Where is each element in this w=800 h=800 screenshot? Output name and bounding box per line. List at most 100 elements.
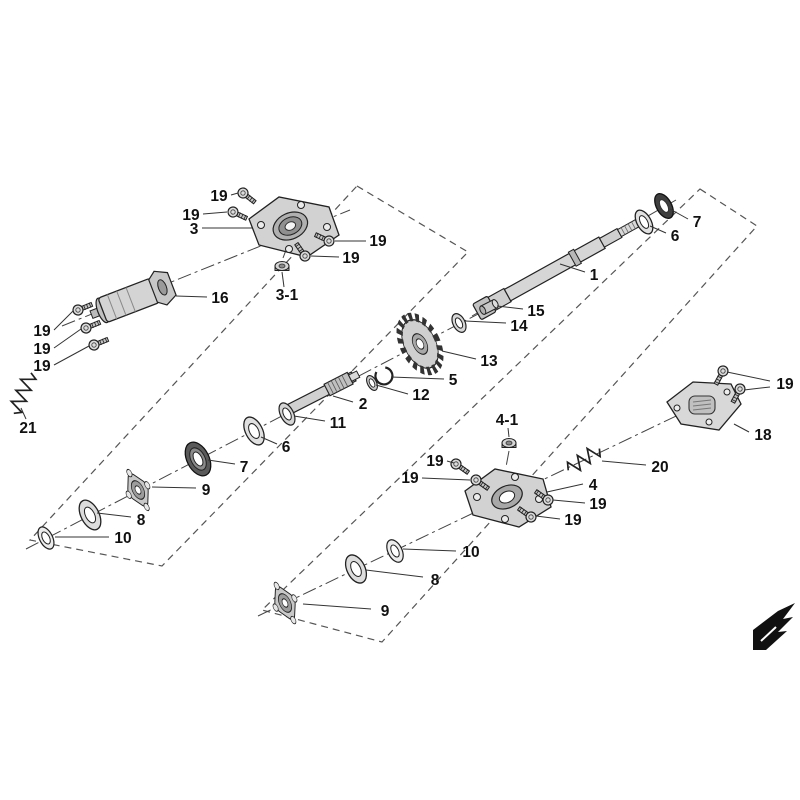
- callout-9: 9: [381, 603, 390, 620]
- part-4-1-nut: [501, 437, 517, 449]
- leader-line: [260, 436, 278, 445]
- callout-4: 4: [589, 477, 598, 494]
- leader-line: [546, 483, 584, 493]
- leader-line: [332, 395, 354, 403]
- leader-line: [733, 423, 750, 433]
- callout-8: 8: [431, 572, 440, 589]
- leader-line: [96, 512, 132, 518]
- leader-line: [53, 345, 90, 366]
- center-axis-left-chain: [25, 299, 506, 550]
- callout-10: 10: [114, 530, 131, 547]
- leader-line: [310, 255, 340, 258]
- leader-line: [496, 305, 524, 310]
- callout-19: 19: [589, 496, 607, 513]
- callout-13: 13: [480, 353, 498, 370]
- part-20-spring: [566, 446, 602, 473]
- leader-line: [669, 208, 689, 220]
- leader-line: [390, 376, 445, 380]
- screw-19: [86, 334, 111, 353]
- callout-19: 19: [342, 250, 360, 267]
- callout-14: 14: [510, 318, 528, 335]
- callout-16: 16: [211, 290, 229, 307]
- leader-line: [601, 460, 647, 466]
- leader-line: [293, 415, 326, 422]
- leader-line: [446, 460, 455, 464]
- leader-line: [375, 384, 409, 395]
- leader-line: [726, 371, 771, 382]
- leader-line: [207, 459, 236, 465]
- callout-19: 19: [210, 188, 228, 205]
- callout-19: 19: [776, 376, 794, 393]
- screw-19: [78, 317, 103, 336]
- callout-21: 21: [19, 420, 37, 437]
- callout-19: 19: [426, 453, 444, 470]
- part-9-flange-left: [115, 463, 161, 517]
- part-18-bracket: [666, 381, 742, 431]
- leader-lines: [20, 192, 771, 610]
- leader-line: [365, 569, 424, 578]
- assembly-boundary-left: [28, 185, 469, 567]
- part-13-gear: [396, 312, 444, 376]
- callout-11: 11: [330, 415, 347, 432]
- callout-15: 15: [527, 303, 545, 320]
- part-10-washer-left: [37, 526, 55, 550]
- leader-line: [202, 211, 228, 215]
- callout-19: 19: [182, 207, 200, 224]
- part-21-spring: [9, 372, 38, 415]
- screw-19: [225, 204, 250, 224]
- leader-line: [175, 295, 208, 298]
- leader-line: [53, 328, 82, 349]
- leader-line: [507, 427, 510, 438]
- leader-line: [535, 515, 561, 520]
- leader-line: [421, 477, 471, 481]
- callout-5: 5: [449, 372, 458, 389]
- brand-logo-icon: [753, 603, 795, 650]
- leader-line: [649, 225, 667, 234]
- callout-1: 1: [590, 267, 599, 284]
- part-5-clip: [374, 366, 394, 386]
- part-8-washer-right: [344, 554, 368, 584]
- part-3-flange: [248, 196, 340, 258]
- callout-10: 10: [462, 544, 479, 561]
- screw-19: [235, 185, 259, 207]
- leader-line: [281, 271, 285, 288]
- center-axis-nut-4-1: [505, 450, 510, 468]
- callout-6: 6: [671, 228, 680, 245]
- part-3-1-nut: [274, 260, 290, 272]
- callout-8: 8: [137, 512, 146, 529]
- callout-7: 7: [240, 459, 249, 476]
- leader-line: [743, 386, 771, 391]
- callout-3-1: 3-1: [276, 287, 299, 304]
- leader-line: [151, 486, 197, 489]
- callout-19: 19: [33, 323, 51, 340]
- leader-line: [552, 499, 586, 504]
- callout-2: 2: [359, 396, 368, 413]
- assembly-boundary-right: [260, 188, 758, 643]
- part-15-pin: [479, 299, 499, 315]
- callout-12: 12: [412, 387, 429, 404]
- part-8-washer-left: [78, 499, 102, 531]
- part-7-bearing-left: [184, 441, 212, 477]
- center-axes: [25, 199, 719, 617]
- part-6-bearing-right: [634, 209, 654, 235]
- callout-19: 19: [401, 470, 419, 487]
- part-6-ring-left: [243, 416, 265, 446]
- part-7-seal-right: [654, 192, 674, 220]
- part-2-shaft: [285, 370, 361, 415]
- part-14-washer: [451, 313, 467, 333]
- callout-19: 19: [564, 512, 582, 529]
- part-16-cylinder: [89, 270, 177, 324]
- part-10-washer-right: [386, 539, 404, 563]
- callout-18: 18: [754, 427, 772, 444]
- screw-19: [448, 456, 472, 478]
- leader-line: [464, 320, 507, 324]
- callout-19: 19: [33, 341, 51, 358]
- callout-20: 20: [651, 459, 668, 476]
- callout-7: 7: [693, 214, 702, 231]
- leader-line: [230, 192, 239, 196]
- callout-9: 9: [202, 482, 211, 499]
- screw-19: [70, 299, 95, 318]
- part-12-ring: [366, 375, 378, 391]
